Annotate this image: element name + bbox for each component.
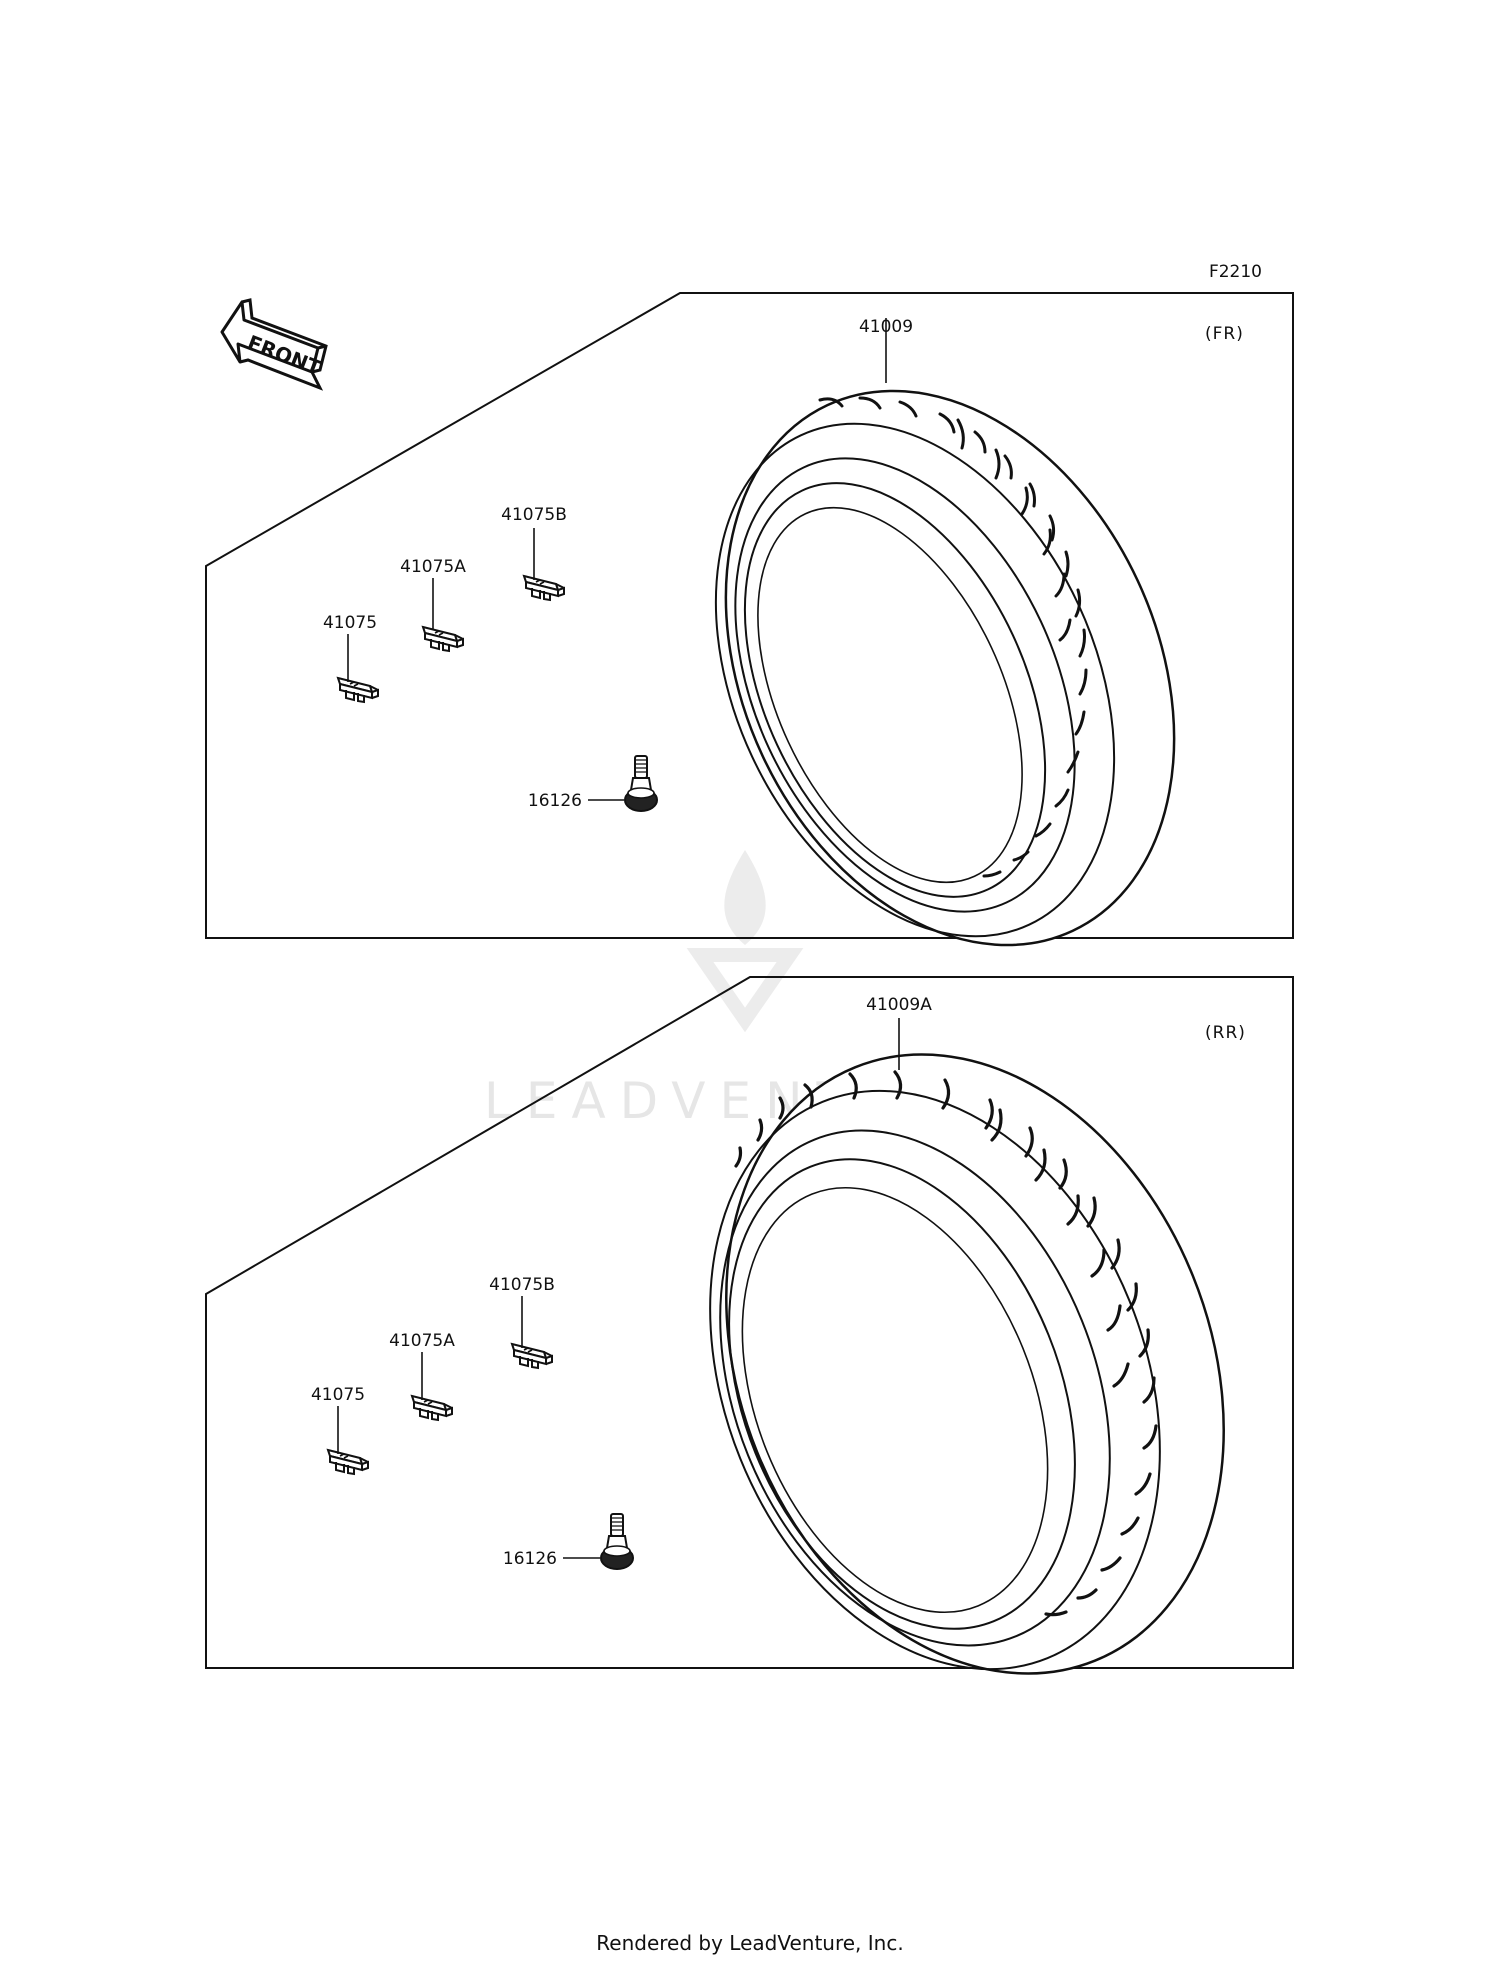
panel-front: (FR) 41009 41075 bbox=[205, 292, 1294, 1019]
section-label-front: (FR) bbox=[1205, 324, 1244, 344]
label-rear-tire: 41009A bbox=[866, 995, 932, 1015]
front-tire-icon[interactable] bbox=[638, 318, 1260, 1019]
front-weight-41075b-icon[interactable] bbox=[523, 575, 565, 601]
label-front-weight-b: 41075B bbox=[501, 505, 567, 525]
rear-weight-41075-icon[interactable] bbox=[327, 1449, 369, 1475]
rear-weight-41075b-icon[interactable] bbox=[511, 1343, 553, 1369]
front-weight-41075-icon[interactable] bbox=[337, 677, 379, 703]
rear-weight-41075a-icon[interactable] bbox=[411, 1395, 453, 1421]
label-front-weight-a: 41075A bbox=[400, 557, 466, 577]
label-rear-weight: 41075 bbox=[311, 1385, 365, 1405]
diagram-code: F2210 bbox=[1209, 262, 1262, 282]
footer-credit: Rendered by LeadVenture, Inc. bbox=[596, 1931, 903, 1955]
section-label-rear: (RR) bbox=[1205, 1023, 1246, 1043]
label-rear-weight-a: 41075A bbox=[389, 1331, 455, 1351]
front-valve-icon[interactable] bbox=[624, 755, 658, 812]
rear-tire-icon[interactable] bbox=[628, 979, 1313, 1748]
rear-valve-icon[interactable] bbox=[600, 1513, 634, 1570]
label-rear-valve: 16126 bbox=[503, 1549, 557, 1569]
front-weight-41075a-icon[interactable] bbox=[422, 626, 464, 652]
panel-rear: (RR) 41009A 41075 bbox=[205, 976, 1313, 1748]
panel-rear-border bbox=[205, 976, 1294, 1669]
label-front-valve: 16126 bbox=[528, 791, 582, 811]
label-rear-weight-b: 41075B bbox=[489, 1275, 555, 1295]
label-front-tire: 41009 bbox=[859, 317, 913, 337]
label-front-weight: 41075 bbox=[323, 613, 377, 633]
front-arrow-icon: FRONT bbox=[220, 298, 328, 391]
panel-front-border bbox=[205, 292, 1294, 939]
